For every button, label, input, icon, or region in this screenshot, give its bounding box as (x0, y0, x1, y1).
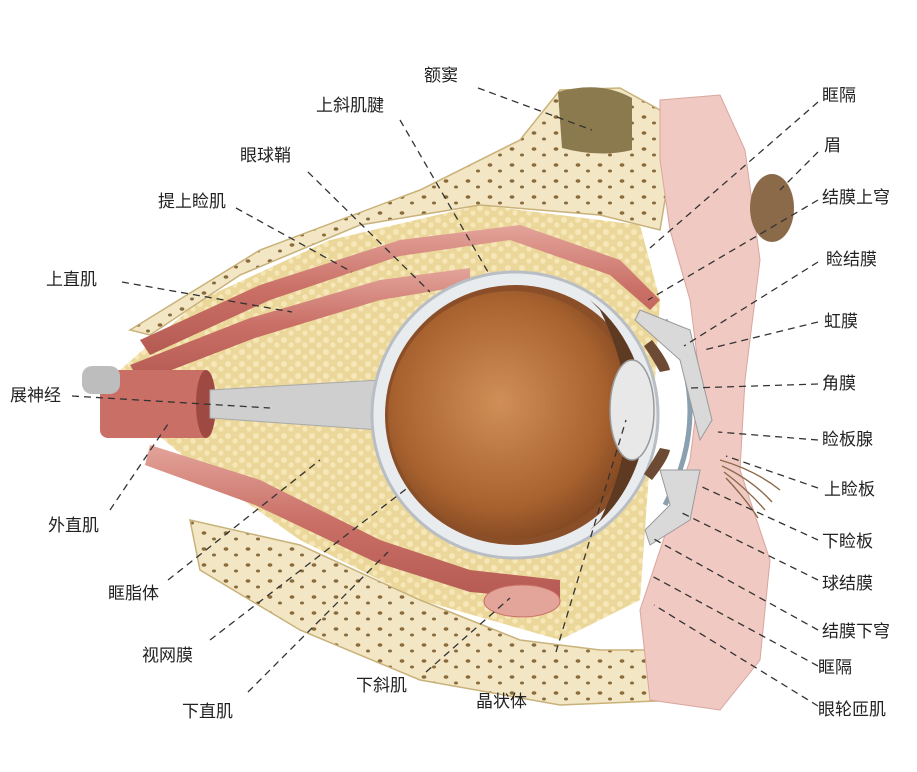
iris-lower (644, 448, 670, 480)
abducens-nerve (82, 366, 120, 394)
label-orbital-fat: 眶脂体 (108, 584, 159, 604)
ciliary-body (590, 300, 648, 530)
lens (609, 359, 655, 461)
label-superior-rectus: 上直肌 (46, 270, 97, 290)
label-superior-conjunctival-fornix: 结膜上穹 (822, 188, 890, 208)
label-inferior-tarsus: 下睑板 (822, 532, 873, 552)
label-lateral-rectus: 外直肌 (48, 516, 99, 536)
label-cornea: 角膜 (822, 374, 856, 394)
inferior-rectus-muscle (145, 445, 560, 600)
leader-lines (71, 87, 819, 707)
label-retina: 视网膜 (142, 646, 193, 666)
eyelashes (719, 459, 781, 519)
label-abducens-nerve: 展神经 (10, 386, 61, 406)
label-iris: 虹膜 (824, 312, 858, 332)
label-eyebrow: 眉 (824, 136, 841, 156)
label-superior-tarsus: 上睑板 (824, 480, 875, 500)
label-inferior-oblique: 下斜肌 (356, 676, 407, 696)
label-levator-palpebrae: 提上睑肌 (158, 192, 226, 212)
label-lens: 晶状体 (476, 692, 527, 712)
superior-tarsus-plate (634, 309, 713, 442)
label-inferior-rectus: 下直肌 (182, 702, 233, 722)
vitreous-body (388, 291, 636, 539)
inferior-tarsus-plate (644, 469, 701, 546)
label-tarsal-glands: 睑板腺 (822, 430, 873, 450)
superior-rectus-muscle (130, 268, 470, 382)
label-superior-oblique-tendon: 上斜肌腱 (316, 96, 384, 116)
label-vagina-bulbi: 眼球鞘 (240, 146, 291, 166)
label-orbital-septum-lower: 眶隔 (818, 658, 852, 678)
inferior-oblique-muscle (483, 584, 561, 618)
eyebrow-hair (750, 174, 794, 242)
frontal-sinus (558, 87, 632, 154)
label-orbicularis-oculi: 眼轮匝肌 (818, 700, 886, 720)
label-inferior-conjunctival-fornix: 结膜下穹 (822, 622, 890, 642)
iris (644, 340, 670, 372)
lateral-rectus-muscle (100, 370, 212, 438)
label-frontal-sinus: 额窦 (424, 66, 458, 86)
label-palpebral-conjunctiva: 睑结膜 (826, 250, 877, 270)
levator-palpebrae-muscle (140, 225, 660, 355)
label-bulbar-conjunctiva: 球结膜 (822, 574, 873, 594)
label-orbital-septum-upper: 眶隔 (822, 86, 856, 106)
